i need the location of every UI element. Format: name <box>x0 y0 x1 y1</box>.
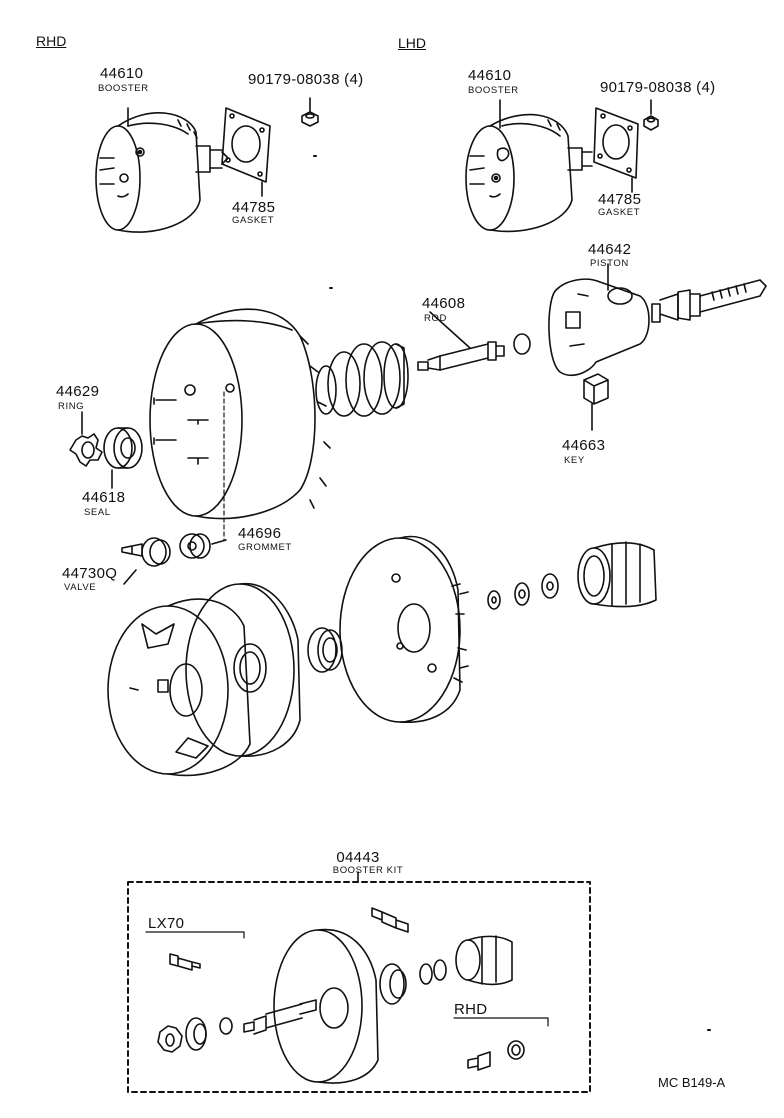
rear-shell-drawing <box>107 598 251 777</box>
kit-parts-drawing <box>157 907 711 1084</box>
small-discs-drawing <box>487 573 559 610</box>
nut-rhd-number: 90179-08038 (4) <box>248 71 364 88</box>
rod-name: ROD <box>424 313 447 324</box>
valve-number: 44730Q <box>62 565 118 582</box>
diaphragm-drawing <box>185 582 301 757</box>
boot-drawing <box>577 541 657 608</box>
ring-number: 44629 <box>56 383 100 400</box>
ring-drawing <box>69 411 103 467</box>
gasket-lhd-number: 44785 <box>598 191 642 208</box>
leader-lines-rhd <box>127 97 311 127</box>
rod-drawing <box>417 311 531 371</box>
nut-lhd-drawing <box>643 115 659 131</box>
grommet-number: 44696 <box>238 525 282 542</box>
front-shell-drawing <box>149 308 331 541</box>
front-housing-drawing <box>339 535 469 724</box>
kit-number: 04443 <box>336 849 380 866</box>
valve-name: VALVE <box>64 582 97 593</box>
booster-lhd-drawing <box>465 113 593 233</box>
rod-number: 44608 <box>422 295 466 312</box>
gasket-rhd-name: GASKET <box>232 215 275 226</box>
booster-lhd-number: 44610 <box>468 67 512 84</box>
key-number: 44663 <box>562 437 606 454</box>
kit-box <box>127 871 591 1093</box>
gasket-rhd-drawing <box>221 107 271 197</box>
kit-note-lx70: LX70 <box>148 915 185 932</box>
booster-lhd-name: BOOSTER <box>468 85 519 96</box>
piston-number: 44642 <box>588 241 632 258</box>
seal-name: SEAL <box>84 507 111 518</box>
lhd-header: LHD <box>398 35 427 51</box>
nut-lhd-number: 90179-08038 (4) <box>600 79 716 96</box>
gasket-lhd-name: GASKET <box>598 207 641 218</box>
key-name: KEY <box>564 455 585 466</box>
piston-name: PISTON <box>590 258 629 269</box>
leader-lines-lhd <box>499 99 652 129</box>
kit-name: BOOSTER KIT <box>332 865 404 876</box>
key-drawing <box>583 373 609 431</box>
figure-code: MC B149-A <box>658 1075 726 1090</box>
rhd-header: RHD <box>36 33 67 49</box>
booster-rhd-drawing <box>95 112 229 233</box>
middle-seal-drawing <box>307 627 343 673</box>
valve-drawing <box>121 537 171 585</box>
grommet-drawing <box>179 533 227 559</box>
grommet-name: GROMMET <box>238 542 292 553</box>
gasket-lhd-drawing <box>593 107 639 193</box>
nut-rhd-drawing <box>301 111 319 127</box>
piston-drawing <box>548 263 767 377</box>
booster-rhd-number: 44610 <box>100 65 144 82</box>
ring-name: RING <box>58 401 85 412</box>
return-spring-drawing <box>315 341 409 417</box>
booster-rhd-name: BOOSTER <box>98 83 149 94</box>
seal-number: 44618 <box>82 489 126 506</box>
kit-note-rhd: RHD <box>454 1001 488 1018</box>
gasket-rhd-number: 44785 <box>232 199 276 216</box>
seal-drawing <box>103 427 143 489</box>
